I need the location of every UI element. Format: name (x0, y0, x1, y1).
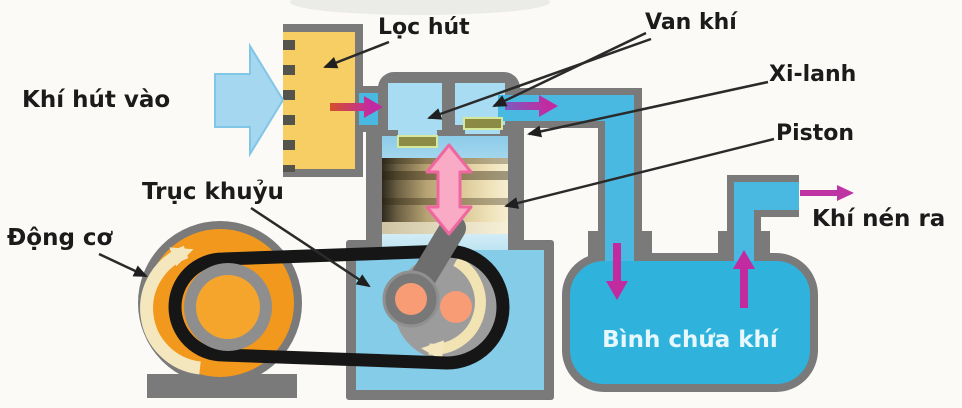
air-tank (562, 253, 818, 392)
label-compressed-air-out: Khí nén ra (812, 206, 946, 232)
label-piston: Piston (776, 121, 855, 146)
intake-valve (397, 135, 438, 148)
tank-inlet-flange-left (588, 231, 600, 259)
intake-chamber (388, 83, 442, 130)
label-suction-filter: Lọc hút (378, 15, 470, 40)
piston-pointer-line (504, 137, 775, 209)
compressed-air-out-arrow (800, 185, 854, 201)
crankshaft-pointer-line (250, 206, 371, 288)
piston-motion-arrow (425, 143, 473, 236)
crank-rotation-arrow (421, 256, 486, 361)
motor-pointer-line (98, 252, 148, 278)
cylinder-wall-right (508, 128, 524, 250)
flow-arrow-out-of-tank (733, 250, 755, 308)
label-air-intake: Khí hút vào (22, 87, 171, 113)
flow-arrow-into-head (330, 96, 383, 118)
scan-smudge (290, 0, 550, 15)
outlet-pipe-bottom-wall (754, 210, 799, 217)
discharge-pipe-top-wall (505, 88, 642, 95)
outlet-pipe-horizontal (734, 182, 799, 210)
flow-arrow-into-tank (606, 243, 628, 300)
crank-pin-left (395, 283, 427, 315)
tank-outlet-flange-right (758, 231, 770, 259)
label-crankshaft: Trục khuỷu (142, 179, 284, 205)
outlet-pipe-inner-wall (754, 217, 761, 261)
discharge-pipe-bottom-wall (520, 121, 605, 128)
outlet-pipe-left-wall (727, 182, 734, 261)
tank-outlet-flange-left (718, 231, 730, 259)
intake-air-arrow (214, 42, 285, 158)
passage-bottom-wall (359, 125, 391, 132)
discharge-pipe-left-wall (598, 121, 605, 261)
motor-rotation-arrow (140, 245, 201, 375)
exhaust-valve (463, 117, 503, 130)
flow-arrow-out-of-head (505, 95, 558, 117)
cylinder-pointer-line (527, 80, 769, 138)
valve-pointer-line-left (427, 37, 652, 120)
crank-pin-right (440, 291, 472, 323)
drive-belt (168, 244, 510, 370)
motor-pulley-hub (196, 275, 260, 339)
label-cylinder: Xi-lanh (769, 62, 857, 87)
passage-top-wall (355, 86, 391, 93)
filter-pointer-line (323, 40, 390, 69)
label-air-valve: Van khí (645, 10, 737, 35)
label-motor: Động cơ (7, 225, 113, 251)
valve-pointer-line-right (492, 31, 647, 108)
filter-inlet-slots (283, 40, 295, 172)
discharge-pipe-right-wall (634, 95, 642, 261)
label-air-tank: Bình chứa khí (602, 327, 778, 353)
tank-inlet-flange-right (640, 231, 652, 259)
outlet-pipe-top-wall (727, 175, 799, 182)
cylinder-wall-left (366, 132, 382, 250)
